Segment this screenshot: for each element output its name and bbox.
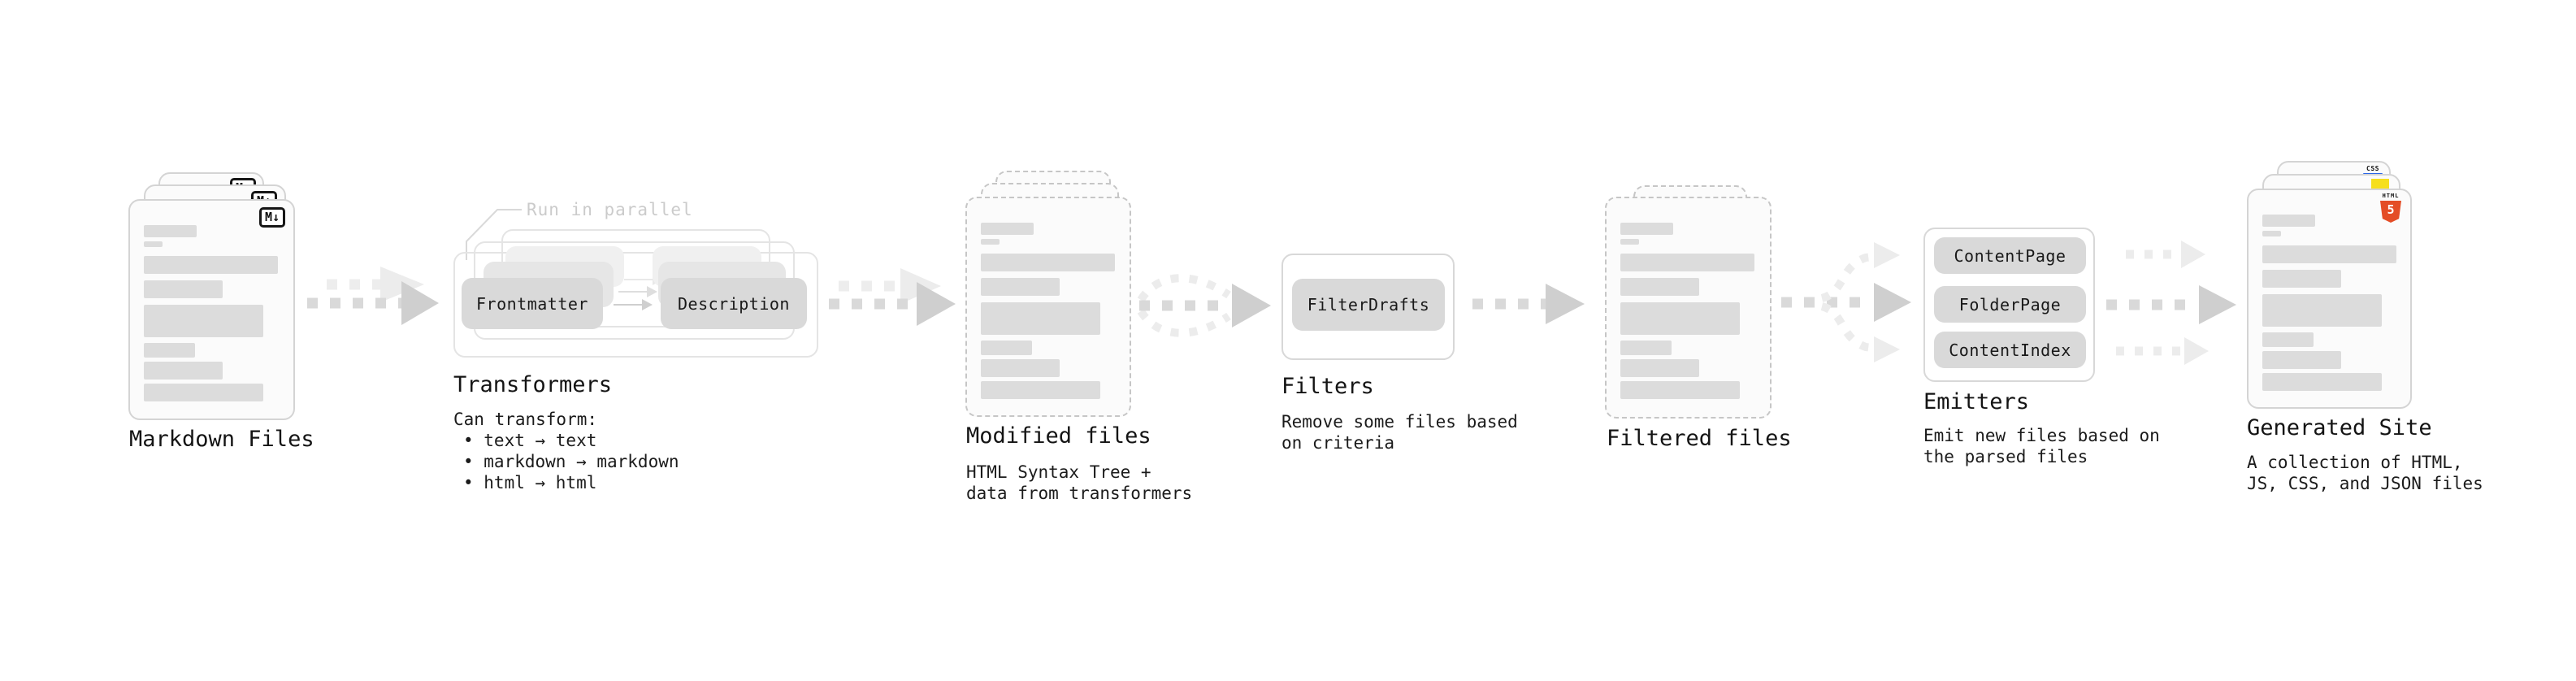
doc-line xyxy=(2262,373,2382,391)
transform-bullet: • html → html xyxy=(463,473,597,492)
html-file-card: HTML 5 xyxy=(2247,189,2412,409)
doc-line xyxy=(1620,340,1672,355)
markdown-files-title: Markdown Files xyxy=(129,427,314,452)
doc-line xyxy=(1620,381,1740,399)
filterdrafts-node: FilterDrafts xyxy=(1292,279,1445,331)
doc-line xyxy=(144,280,223,298)
html5-shield: 5 xyxy=(2380,201,2401,223)
doc-line xyxy=(2262,332,2314,347)
doc-line xyxy=(981,359,1060,377)
doc-line xyxy=(144,305,263,337)
document-placeholder-lines xyxy=(144,201,293,419)
doc-line xyxy=(1620,302,1740,335)
arrow-filtered-to-emitters xyxy=(1781,242,1911,362)
generated-site-description: A collection of HTML, JS, CSS, and JSON … xyxy=(2247,452,2483,494)
emitters-title: Emitters xyxy=(1923,389,2030,414)
document-placeholder-lines xyxy=(2262,190,2410,407)
doc-line xyxy=(1620,278,1699,296)
doc-line xyxy=(1620,239,1639,245)
emitters-description: Emit new files based on the parsed files xyxy=(1923,425,2160,467)
doc-line xyxy=(144,225,197,237)
modified-file-card-front xyxy=(965,197,1131,417)
folderpage-node: FolderPage xyxy=(1934,286,2086,323)
arrow-filters-to-filtered xyxy=(1472,284,1585,324)
doc-line xyxy=(144,256,278,274)
doc-line xyxy=(981,340,1032,355)
doc-line xyxy=(1620,359,1699,377)
markdown-icon: M↓ xyxy=(258,207,285,228)
doc-line xyxy=(2262,351,2341,369)
doc-line xyxy=(1620,223,1673,235)
doc-line xyxy=(144,241,163,247)
doc-line xyxy=(981,302,1100,335)
doc-line xyxy=(144,343,195,358)
description-line: JS, CSS, and JSON files xyxy=(2247,474,2483,493)
transformers-title: Transformers xyxy=(453,372,613,397)
markdown-file-card-front: M↓ xyxy=(128,199,295,420)
run-in-parallel-connector xyxy=(466,209,522,260)
contentindex-node: ContentIndex xyxy=(1934,332,2086,368)
generated-site-title: Generated Site xyxy=(2247,415,2432,440)
description-node: Description xyxy=(661,278,807,329)
doc-line xyxy=(981,278,1060,296)
run-in-parallel-note: Run in parallel xyxy=(527,200,693,219)
html5-icon: HTML 5 xyxy=(2380,193,2401,223)
arrow-emitters-to-generated xyxy=(2106,241,2236,365)
description-line: on criteria xyxy=(1281,433,1395,453)
description-line: Emit new files based on xyxy=(1923,426,2160,445)
transformers-description: Can transform: • text → text • markdown … xyxy=(453,409,679,493)
filtered-files-title: Filtered files xyxy=(1607,426,1792,451)
doc-line xyxy=(2262,215,2315,227)
description-line: Remove some files based xyxy=(1281,412,1518,432)
doc-line xyxy=(1620,254,1754,271)
contentpage-node: ContentPage xyxy=(1934,237,2086,274)
filters-title: Filters xyxy=(1281,374,1374,399)
modified-files-description: HTML Syntax Tree + data from transformer… xyxy=(966,462,1192,504)
arrow-transformers-to-modified xyxy=(829,268,956,326)
javascript-icon xyxy=(2371,179,2389,191)
description-line: data from transformers xyxy=(966,484,1193,503)
arrow-modified-to-filters xyxy=(1137,274,1271,337)
arrow-markdown-to-transformers xyxy=(307,267,439,325)
css-label: CSS xyxy=(2366,165,2379,172)
html5-number: 5 xyxy=(2387,202,2395,217)
doc-line xyxy=(144,362,223,380)
doc-line xyxy=(2262,294,2382,327)
description-line: the parsed files xyxy=(1923,447,2088,466)
html5-label: HTML xyxy=(2382,193,2400,199)
modified-files-title: Modified files xyxy=(966,423,1151,449)
doc-line xyxy=(981,254,1115,271)
description-line: HTML Syntax Tree + xyxy=(966,462,1151,482)
doc-line xyxy=(2262,231,2281,236)
doc-line xyxy=(2262,270,2341,288)
description-line: A collection of HTML, xyxy=(2247,453,2463,472)
filtered-file-card-front xyxy=(1605,197,1772,419)
doc-line xyxy=(981,239,1000,245)
transform-bullet: • text → text xyxy=(463,431,597,450)
can-transform-label: Can transform: xyxy=(453,410,598,429)
transform-bullet: • markdown → markdown xyxy=(463,452,679,471)
doc-line xyxy=(144,384,263,401)
doc-line xyxy=(981,381,1100,399)
doc-line xyxy=(2262,245,2396,263)
filters-description: Remove some files based on criteria xyxy=(1281,411,1518,453)
transformer-instance-front xyxy=(453,252,818,358)
doc-line xyxy=(981,223,1034,235)
document-placeholder-lines xyxy=(981,198,1130,415)
frontmatter-node: Frontmatter xyxy=(462,278,603,329)
document-placeholder-lines xyxy=(1620,198,1770,417)
